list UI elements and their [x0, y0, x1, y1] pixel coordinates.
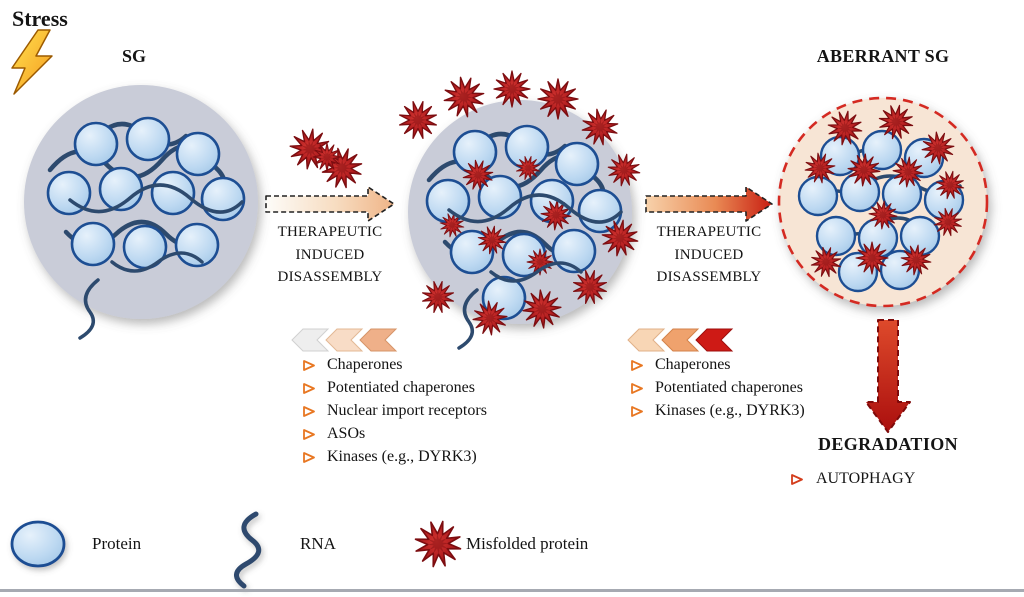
- chevron-left-icon: [325, 328, 363, 352]
- lightning-bolt-icon: [11, 29, 53, 95]
- aberrant-stress-granule: [777, 96, 989, 308]
- degradation-arrow: [865, 319, 911, 433]
- list-item: ASOs: [302, 425, 487, 443]
- therapy-list-right: Chaperones Potentiated chaperones Kinase…: [630, 356, 805, 420]
- list-item: Potentiated chaperones: [302, 379, 487, 397]
- list-item: Kinases (e.g., DYRK3): [630, 402, 805, 420]
- arrowhead-bullet-icon: [303, 382, 315, 394]
- legend-protein-label: Protein: [92, 534, 142, 553]
- legend-misfolded-label: Misfolded protein: [466, 534, 589, 553]
- list-item-label: Chaperones: [655, 356, 731, 373]
- arrowhead-bullet-icon: [631, 405, 643, 417]
- arrowhead-bullet-icon: [303, 428, 315, 440]
- protein-icon: [73, 121, 119, 167]
- misfolded-protein-icon: [394, 96, 442, 144]
- arrowhead-bullet-icon: [303, 359, 315, 371]
- arrowhead-bullet-icon: [631, 359, 643, 371]
- legend-rna-icon: [234, 511, 262, 589]
- stress-granule-normal: [24, 85, 258, 340]
- chevron-left-icon: [661, 328, 699, 352]
- list-item: Kinases (e.g., DYRK3): [302, 448, 487, 466]
- protein-icon: [125, 116, 171, 162]
- sg-label: SG: [122, 46, 147, 66]
- list-item-label: Potentiated chaperones: [327, 379, 475, 396]
- aberrant-sg-label: ABERRANT SG: [816, 46, 950, 66]
- therapy-chevrons-right: [627, 328, 733, 352]
- stress-label: Stress: [12, 6, 68, 31]
- chevron-left-icon: [695, 328, 733, 352]
- legend-misfolded-icon: [409, 515, 467, 573]
- protein-icon: [150, 170, 196, 216]
- disassembly-arrow-1-label: THERAPEUTIC INDUCED DISASSEMBLY: [277, 224, 383, 285]
- chevron-left-icon: [627, 328, 665, 352]
- autophagy-item: AUTOPHAGY: [790, 470, 915, 488]
- misfolded-protein-cluster: [286, 125, 367, 193]
- disassembly-arrow-2-label: THERAPEUTIC INDUCED DISASSEMBLY: [656, 224, 762, 285]
- chevron-left-icon: [291, 328, 329, 352]
- list-item-label: Kinases (e.g., DYRK3): [327, 448, 477, 465]
- protein-icon: [899, 215, 941, 257]
- protein-icon: [70, 221, 116, 267]
- bottom-rule-divider: [0, 589, 1024, 592]
- list-item: Nuclear import receptors: [302, 402, 487, 420]
- autophagy-label: AUTOPHAGY: [816, 470, 916, 487]
- legend-protein-icon: [10, 520, 66, 568]
- protein-icon: [554, 141, 600, 187]
- list-item-label: ASOs: [327, 425, 366, 442]
- list-item: Chaperones: [630, 356, 805, 374]
- legend-rna-label: RNA: [300, 534, 336, 553]
- list-item-label: Potentiated chaperones: [655, 379, 803, 396]
- therapy-list-left: Chaperones Potentiated chaperones Nuclea…: [302, 356, 487, 466]
- stress-granule-stressed: [408, 100, 632, 350]
- list-item-label: Nuclear import receptors: [327, 402, 487, 419]
- therapy-chevrons-left: [291, 328, 397, 352]
- arrowhead-bullet-icon: [303, 451, 315, 463]
- list-item: Potentiated chaperones: [630, 379, 805, 397]
- arrowhead-bullet-icon: [303, 405, 315, 417]
- protein-icon: [175, 131, 221, 177]
- chevron-left-icon: [359, 328, 397, 352]
- list-item-label: Chaperones: [327, 356, 403, 373]
- arrowhead-bullet-icon: [631, 382, 643, 394]
- degradation-label: DEGRADATION: [817, 434, 959, 454]
- arrowhead-bullet-icon: [791, 473, 803, 485]
- disassembly-arrow-2: [645, 186, 773, 222]
- legend-icons: [10, 511, 467, 589]
- disassembly-arrow-1: [265, 186, 395, 222]
- protein-icon: [797, 175, 839, 217]
- list-item: Chaperones: [302, 356, 487, 374]
- list-item-label: Kinases (e.g., DYRK3): [655, 402, 805, 419]
